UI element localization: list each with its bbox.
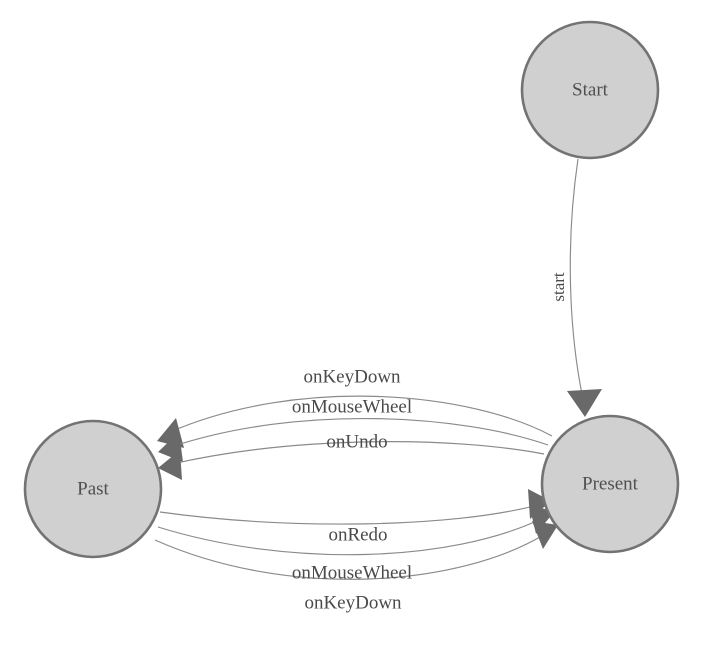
edge-present-to-past-onundo[interactable]: [158, 441, 545, 480]
node-start[interactable]: Start: [520, 20, 660, 160]
edge-past-to-present-onredo[interactable]: [159, 489, 551, 525]
node-past-label: Past: [77, 478, 109, 499]
arrow-head-past-present-onkeydown: [532, 521, 558, 549]
edge-path-present-past-onundo: [171, 441, 545, 465]
edge-path-start: [569, 158, 585, 405]
edge-label-onmousewheel-undo: onMouseWheel: [292, 396, 412, 417]
edge-label-onkeydown-redo: onKeyDown: [304, 592, 402, 613]
edge-label-onkeydown-undo: onKeyDown: [303, 366, 401, 387]
edge-path-past-present-onmousewheel: [157, 518, 542, 556]
edge-label-onundo: onUndo: [326, 431, 387, 452]
arrow-head-start: [567, 389, 602, 417]
node-past[interactable]: Past: [23, 419, 163, 559]
edge-label-onmousewheel-redo: onMouseWheel: [292, 562, 412, 583]
edge-label-start: start: [549, 272, 568, 302]
edge-path-past-present-onkeydown: [154, 533, 546, 580]
arrow-head-present-past-onundo: [158, 450, 182, 480]
edge-past-to-present-onkeydown[interactable]: [154, 521, 558, 580]
node-present-circle: [540, 414, 680, 554]
node-present-label: Present: [582, 473, 639, 494]
edge-path-present-past-onmousewheel: [170, 417, 549, 448]
edge-path-present-past-onkeydown: [169, 395, 553, 437]
edge-label-onredo: onRedo: [328, 524, 387, 545]
edge-start-to-present[interactable]: start: [549, 158, 602, 417]
node-past-circle: [23, 419, 163, 559]
edge-path-past-present-onredo: [159, 504, 539, 525]
node-start-circle: [520, 20, 660, 160]
node-start-label: Start: [572, 79, 609, 100]
node-present[interactable]: Present: [540, 414, 680, 554]
